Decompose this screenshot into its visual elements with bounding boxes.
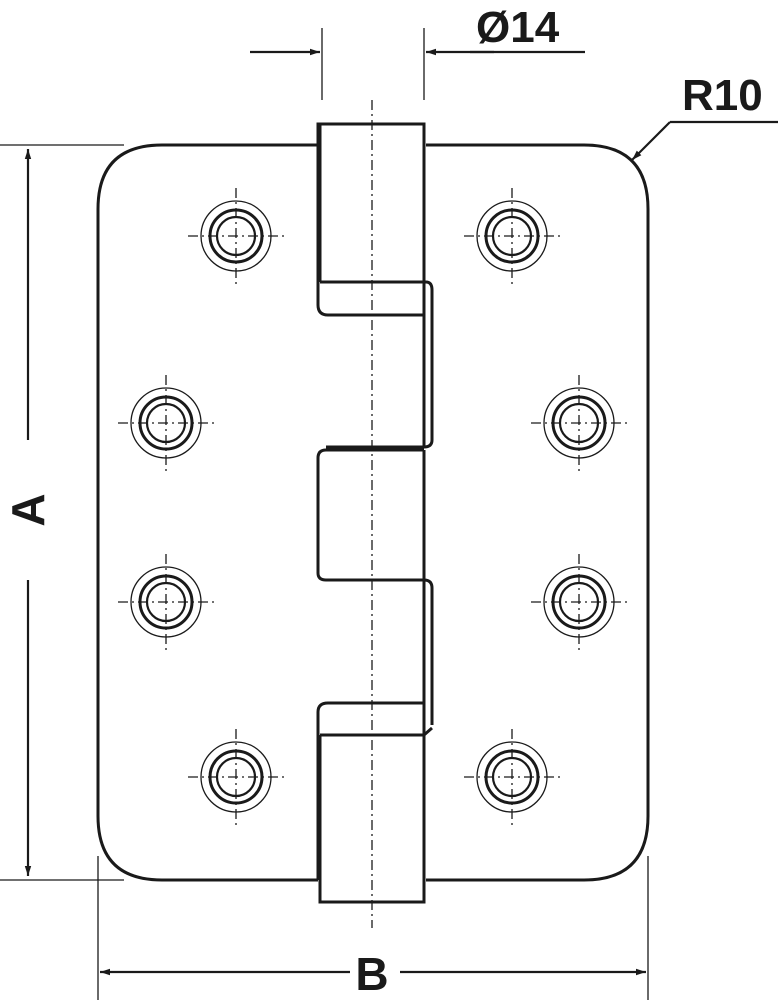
dimension-pin-diameter: Ø14: [250, 3, 585, 100]
screw-holes: [118, 188, 627, 825]
left-leaf-outline: [96, 143, 318, 882]
dimension-height: A: [0, 144, 124, 881]
hinge-knuckles: [316, 100, 434, 928]
corner-radius-label: R10: [682, 71, 763, 120]
screw-hole: [464, 188, 560, 284]
screw-hole: [118, 375, 214, 471]
screw-hole: [118, 554, 214, 650]
screw-hole: [188, 729, 284, 825]
width-label: B: [355, 948, 388, 1000]
hinge-leaves: [96, 143, 650, 882]
screw-hole: [188, 188, 284, 284]
pin-diameter-label: Ø14: [476, 3, 560, 52]
screw-hole: [531, 375, 627, 471]
right-leaf-outline: [426, 143, 650, 882]
dimension-width: B: [97, 856, 649, 1000]
knuckle-top: [316, 122, 426, 145]
height-label: A: [2, 493, 54, 526]
screw-hole: [464, 729, 560, 825]
dimension-corner-radius: R10: [631, 71, 778, 161]
screw-hole: [531, 554, 627, 650]
